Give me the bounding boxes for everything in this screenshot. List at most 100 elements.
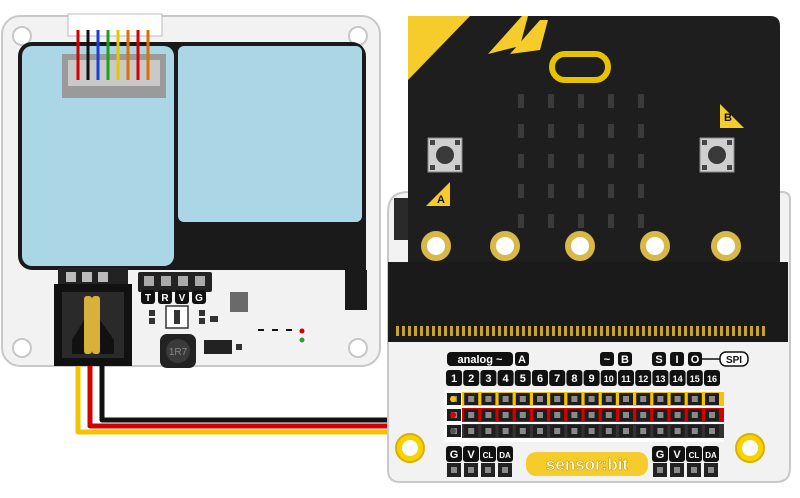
pin-number-box [686,370,703,386]
led [578,94,584,108]
i2c-pin-box [446,446,462,462]
i2c-pin [502,467,508,473]
i2c-pin-cl: CL [483,451,494,460]
pin-number-box [618,370,634,386]
pin [623,428,629,434]
led [518,94,524,108]
edge-tooth [654,326,657,336]
edge-tooth [498,326,501,336]
led [548,214,554,228]
edge-tooth [714,326,717,336]
pin-number-11: 11 [621,374,631,384]
pin [554,412,561,418]
i2c-pin-box [652,446,668,462]
pin [709,412,715,418]
button-b[interactable]: B [699,104,744,173]
edge-tooth [690,326,693,336]
header-pin-v: V [179,293,186,304]
pin-header: T R V G [138,272,212,304]
pin [605,412,612,418]
led [638,184,644,198]
edge-tooth [648,326,651,336]
header-pin-t: T [145,293,151,304]
led [548,184,554,198]
row-indicator [450,412,456,418]
edge-tooth [528,326,531,336]
edge-tooth [546,326,549,336]
i2c-pin-box [669,446,685,462]
spi-tag: SPI [726,355,742,366]
pin-number-box [463,370,480,386]
pin [554,396,561,402]
led [518,184,524,198]
edge-tooth [474,326,477,336]
led [638,154,644,168]
pin [623,396,629,402]
pin [709,396,715,402]
pin-number-1: 1 [451,373,457,385]
pin [657,428,664,434]
edge-tooth [450,326,453,336]
pin-number-box [652,370,669,386]
edge-tooth [456,326,459,336]
edge-tooth [576,326,579,336]
pin [468,428,475,434]
pin [674,396,681,402]
spi-o: O [691,354,700,366]
edge-tooth [426,326,429,336]
edge-tooth [726,326,729,336]
edge-tooth [462,326,465,336]
pin [554,428,561,434]
i2c-pin-da: DA [499,451,511,460]
edge-connector-teeth [396,326,765,336]
pin-number-box [497,370,514,386]
edge-tooth [570,326,573,336]
wires [75,366,446,435]
led [518,124,524,138]
edge-tooth [516,326,519,336]
edge-tooth [720,326,723,336]
pin [709,428,715,434]
pin [502,396,509,402]
pin-header-rows [444,390,724,442]
header-pin-r: R [161,293,169,304]
pin [502,412,509,418]
pin-number-box [446,370,462,386]
edge-tooth [750,326,753,336]
led [608,124,614,138]
edge-tooth [744,326,747,336]
led [578,214,584,228]
i2c-pin-box [686,446,702,462]
pwm-tag: B [621,354,629,366]
i2c-pin [485,467,491,473]
i2c-pin-g: G [450,449,459,461]
row-indicator [450,396,456,402]
edge-tooth [756,326,759,336]
edge-tooth [678,326,681,336]
pin [519,428,526,434]
led [548,154,554,168]
brand-logo: sensor:bit [526,452,648,476]
smd-components [149,305,305,354]
pin-number-box [480,370,497,386]
led [578,184,584,198]
button-a[interactable]: A [426,137,463,206]
i2c-pin [708,467,714,473]
pin-number-box [669,370,686,386]
pin [588,412,595,418]
analog-label: analog ~ [458,354,504,366]
analog-tag: A [518,354,526,366]
pin [485,396,492,402]
pin-number-box [583,370,600,386]
i2c-pin [451,467,457,473]
edge-tooth [582,326,585,336]
inductor: 1R7 [160,334,196,368]
pin [640,396,647,402]
pin-number-16: 16 [707,374,717,384]
edge-tooth [636,326,639,336]
i2c-pin-box [497,446,513,462]
edge-tooth [510,326,513,336]
led [518,214,524,228]
pin-number-5: 5 [520,373,526,385]
